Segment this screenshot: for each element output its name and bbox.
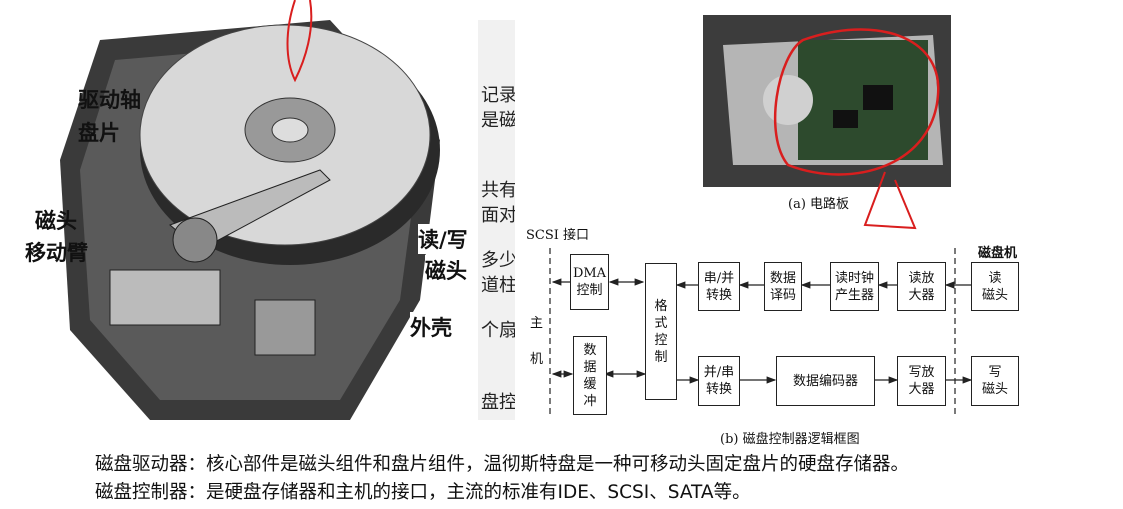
format-control-box: 格 式 控 制 [645,263,677,400]
read-head-box: 读 磁头 [971,262,1019,311]
circuit-board-photo [703,15,951,187]
red-annotation-arrow-icon [286,0,313,83]
description-line-1: 磁盘驱动器：核心部件是磁头组件和盘片组件，温彻斯特盘是一种可移动头固定盘片的硬盘… [95,454,910,475]
text-fragment: 多少 [481,250,517,271]
text-fragment: 共有 [481,180,517,201]
label-arm: 移动臂 [25,241,88,265]
label-head: 磁头 [35,209,77,233]
diagram-caption: (b) 磁盘控制器逻辑框图 [720,432,860,447]
data-encoder-box: 数据编码器 [776,356,875,406]
serial-parallel-box: 串/并 转换 [698,262,740,311]
label-spindle: 驱动轴 [78,88,141,112]
host-label-1: 主 [530,316,544,331]
read-amplifier-box: 读放 大器 [897,262,946,311]
hard-disk-illustration [60,0,440,420]
data-buffer-box: 数 据 缓 冲 [573,336,607,415]
label-platter: 盘片 [78,121,120,145]
data-decode-box: 数据 译码 [764,262,802,311]
disk-drive-label: 磁盘机 [978,246,1018,261]
red-annotation-arrow-icon [863,171,917,230]
write-head-box: 写 磁头 [971,356,1019,406]
text-fragment: 是磁 [481,110,517,131]
read-clock-box: 读时钟 产生器 [830,262,879,311]
scsi-interface-label: SCSI 接口 [526,228,590,243]
photo-caption: (a) 电路板 [788,197,850,212]
dma-control-box: DMA 控制 [570,254,609,310]
diagram-connectors [549,248,973,415]
text-fragment: 盘控 [481,392,517,413]
label-rw-head: 磁头 [425,255,467,285]
text-fragment: 面对 [481,205,517,226]
description-line-2: 磁盘控制器：是硬盘存储器和主机的接口，主流的标准有IDE、SCSI、SATA等。 [95,482,751,503]
write-amplifier-box: 写放 大器 [897,356,946,406]
parallel-serial-box: 并/串 转换 [698,356,740,406]
text-fragment: 道柱 [481,275,517,296]
label-case: 外壳 [410,312,452,342]
text-fragment: 记录 [481,85,517,106]
label-rw: 读/写 [418,224,468,254]
text-fragment: 个扇 [481,320,517,341]
host-label-2: 机 [530,352,544,367]
